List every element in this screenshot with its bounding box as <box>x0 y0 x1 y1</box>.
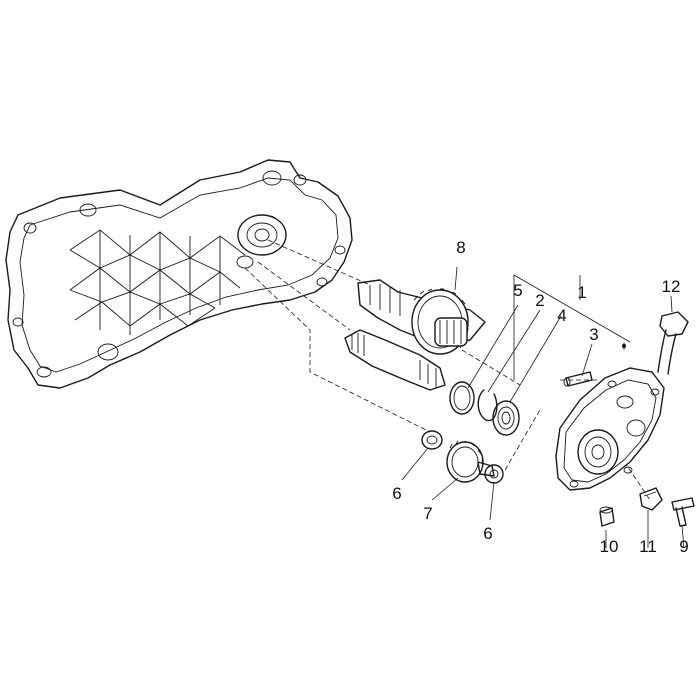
crankcase-housing <box>5 159 353 389</box>
transmission-cover <box>555 367 665 491</box>
bearing-4 <box>492 400 520 436</box>
callout-3: 3 <box>589 325 598 344</box>
dowel-pin-3 <box>563 371 593 387</box>
callout-6-left: 6 <box>392 484 401 503</box>
circlip-5 <box>449 381 475 415</box>
callout-1: 1 <box>577 283 586 302</box>
assembly-dot <box>622 344 626 348</box>
callout-2: 2 <box>535 291 544 310</box>
callout-4: 4 <box>557 306 566 325</box>
breather-hose-12 <box>657 311 689 375</box>
callout-6-right: 6 <box>483 524 492 543</box>
leader-lines <box>401 266 685 549</box>
callout-8: 8 <box>456 238 465 257</box>
bushing-6-left <box>421 430 443 450</box>
callout-5: 5 <box>513 281 522 300</box>
gear-shaft-8 <box>357 279 486 355</box>
callout-10: 10 <box>600 537 619 556</box>
callout-11: 11 <box>639 537 657 556</box>
snap-ring-2 <box>477 389 498 422</box>
gear-7 <box>446 440 495 483</box>
clip-11 <box>639 487 663 511</box>
callout-12: 12 <box>662 277 681 296</box>
callout-7: 7 <box>423 504 432 523</box>
callout-9: 9 <box>679 537 688 556</box>
dowel-10 <box>599 506 615 527</box>
pinion-shaft <box>344 329 446 391</box>
callout-labels: 1 2 3 4 5 6 6 7 8 9 10 11 12 <box>392 238 688 556</box>
bolt-9 <box>671 497 695 527</box>
